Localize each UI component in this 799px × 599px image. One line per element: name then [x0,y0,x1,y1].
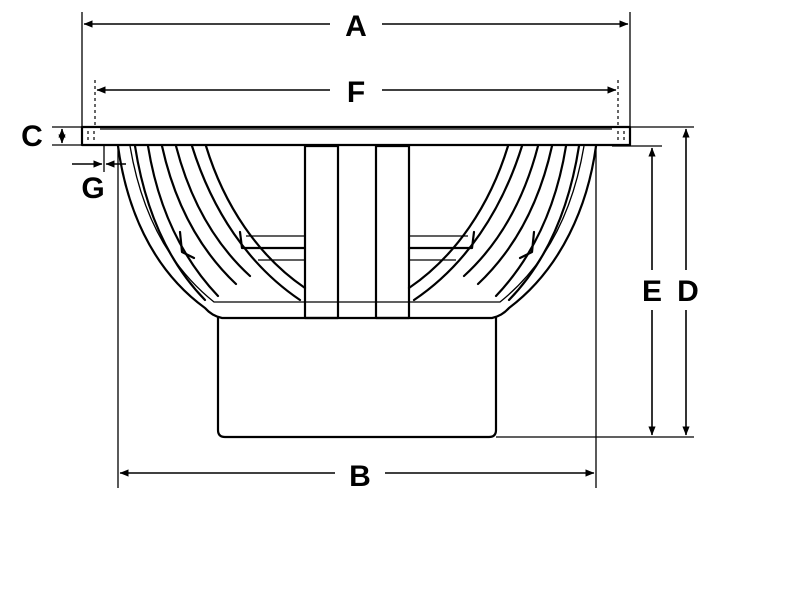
label-e: E [642,275,662,308]
label-d: D [677,275,699,308]
label-a: A [345,10,367,43]
label-g: G [81,172,104,205]
dimension-lines [52,12,694,488]
speaker-magnet [216,316,498,439]
speaker-side-view [80,125,632,439]
label-f: F [347,76,365,109]
dimension-labels: A F C G E D B [21,10,699,493]
label-b: B [349,460,371,493]
label-c: C [21,120,43,153]
speaker-basket [116,144,598,320]
speaker-flange [80,125,632,147]
